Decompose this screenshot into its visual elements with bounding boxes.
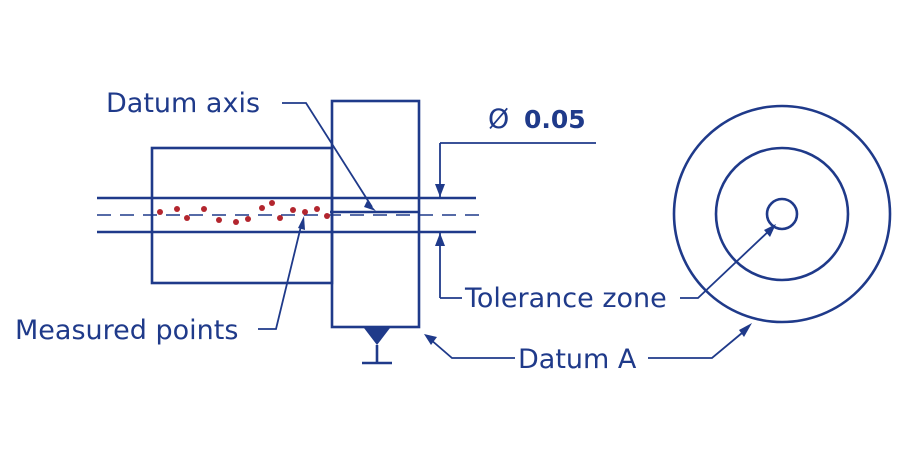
datum-axis-arrow	[364, 201, 376, 211]
datum-triangle-symbol	[362, 328, 392, 365]
tolerance-zone-label: Tolerance zone	[464, 283, 667, 314]
outer-circle	[672, 104, 892, 324]
datum-body	[330, 99, 421, 329]
measured-point	[216, 217, 222, 223]
measured-point	[157, 209, 163, 215]
measured-point	[302, 209, 308, 215]
middle-circle	[714, 146, 850, 282]
measured-point	[201, 206, 207, 212]
inner-circle	[765, 197, 799, 231]
measured-points-leader	[258, 221, 303, 330]
datum-axis-leader	[282, 102, 373, 208]
datum-a-leader	[429, 338, 515, 359]
measured-point	[259, 205, 265, 211]
tolerance-zone-arrow-right	[764, 224, 776, 237]
datum-triangle	[364, 328, 390, 345]
measured-point	[245, 216, 251, 222]
datum-a-label: Datum A	[518, 344, 637, 375]
measured-points-arrow	[298, 216, 305, 230]
tolerance-zone-leader-right	[680, 227, 773, 299]
measured-point	[314, 206, 320, 212]
measured-points	[157, 200, 330, 225]
measured-point	[277, 215, 283, 221]
measured-points-label: Measured points	[15, 315, 238, 346]
tolerance-arrow-bottom	[435, 233, 445, 246]
tolerance-value: 0.05	[524, 105, 586, 134]
diameter-symbol: Ø	[488, 104, 509, 135]
measured-point	[184, 215, 190, 221]
tolerance-arrow-top	[435, 184, 445, 197]
measured-point	[324, 213, 330, 219]
datum-a-arrow	[424, 334, 437, 345]
measured-point	[269, 200, 275, 206]
measured-point	[233, 219, 239, 225]
datum-axis-label: Datum axis	[106, 88, 260, 119]
datum-a-arrow-right	[739, 323, 752, 337]
measured-point	[174, 206, 180, 212]
measured-point	[290, 207, 296, 213]
datum-a-leader-right	[648, 327, 749, 359]
